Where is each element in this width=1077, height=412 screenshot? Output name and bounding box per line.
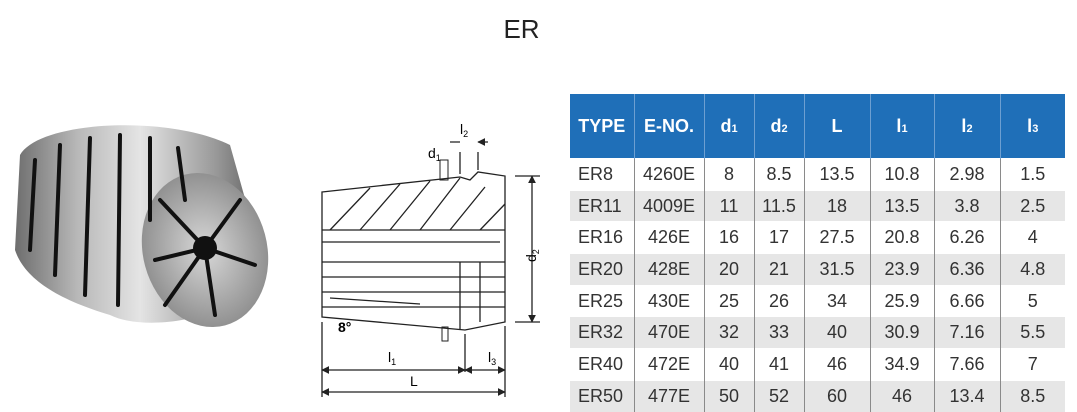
table-cell: ER50: [570, 379, 634, 412]
table-cell: 7: [999, 348, 1065, 381]
table-cell: 23.9: [869, 253, 934, 286]
table-cell: 426E: [633, 221, 704, 254]
label-l2: l2: [460, 121, 468, 139]
table-cell: 430E: [633, 284, 704, 317]
table-cell: 31.5: [803, 253, 870, 286]
label-l1: l1: [388, 349, 396, 367]
table-cell: 8.5: [753, 158, 804, 191]
column-header: d2: [753, 94, 804, 159]
table-cell: 2.5: [999, 189, 1065, 222]
table-cell: ER20: [570, 253, 634, 286]
label-angle: 8°: [338, 319, 351, 335]
table-cell: 7.66: [933, 348, 1000, 381]
table-cell: 34.9: [869, 348, 934, 381]
table-cell: 4: [999, 221, 1065, 254]
table-cell: 13.5: [869, 189, 934, 222]
table-cell: 6.66: [933, 284, 1000, 317]
table-cell: 4260E: [633, 158, 704, 191]
table-cell: 11.5: [753, 189, 804, 222]
table-cell: 10.8: [869, 158, 934, 191]
table-cell: 27.5: [803, 221, 870, 254]
table-cell: ER11: [570, 189, 634, 222]
label-L: L: [410, 373, 418, 389]
table-cell: 8.5: [999, 379, 1065, 412]
table-cell: 1.5: [999, 158, 1065, 191]
table-cell: 4.8: [999, 253, 1065, 286]
table-cell: 472E: [633, 348, 704, 381]
table-cell: 60: [803, 379, 870, 412]
table-cell: 13.4: [933, 379, 1000, 412]
table-cell: 17: [753, 221, 804, 254]
table-cell: 477E: [633, 379, 704, 412]
collet-photo: [15, 125, 269, 328]
table-cell: 46: [803, 348, 870, 381]
column-header: d1: [703, 94, 754, 159]
label-l3: l3: [488, 349, 496, 367]
table-cell: 25.9: [869, 284, 934, 317]
table-cell: ER8: [570, 158, 634, 191]
table-cell: 2.98: [933, 158, 1000, 191]
page-title: ER: [503, 14, 540, 44]
table-cell: 6.26: [933, 221, 1000, 254]
table-cell: 40: [703, 348, 754, 381]
table-cell: 52: [753, 379, 804, 412]
table-cell: ER25: [570, 284, 634, 317]
column-header: TYPE: [570, 94, 634, 159]
table-cell: 30.9: [869, 316, 934, 349]
table-cell: 21: [753, 253, 804, 286]
table-cell: 470E: [633, 316, 704, 349]
collet-dimension-drawing: l2 d1 d2 8° l1 l3 L: [321, 121, 541, 397]
table-cell: 20.8: [869, 221, 934, 254]
table-cell: 33: [753, 316, 804, 349]
column-header: E-NO.: [633, 94, 704, 159]
table-cell: 40: [803, 316, 870, 349]
column-header: l2: [933, 94, 1000, 159]
table-cell: 3.8: [933, 189, 1000, 222]
table-cell: 6.36: [933, 253, 1000, 286]
table-cell: 4009E: [633, 189, 704, 222]
table-cell: ER32: [570, 316, 634, 349]
table-cell: 26: [753, 284, 804, 317]
table-cell: 34: [803, 284, 870, 317]
table-cell: 46: [869, 379, 934, 412]
table-cell: 41: [753, 348, 804, 381]
table-cell: 20: [703, 253, 754, 286]
column-header: l1: [869, 94, 934, 159]
column-header: L: [803, 94, 870, 159]
table-cell: 16: [703, 221, 754, 254]
table-cell: 8: [703, 158, 754, 191]
table-cell: 50: [703, 379, 754, 412]
table-cell: 7.16: [933, 316, 1000, 349]
table-cell: 11: [703, 189, 754, 222]
table-cell: 5.5: [999, 316, 1065, 349]
label-d2: d2: [523, 249, 541, 262]
table-cell: ER40: [570, 348, 634, 381]
table-cell: 32: [703, 316, 754, 349]
label-d1: d1: [428, 145, 441, 163]
column-header: l3: [999, 94, 1065, 159]
table-cell: 428E: [633, 253, 704, 286]
table-cell: 13.5: [803, 158, 870, 191]
table-cell: 25: [703, 284, 754, 317]
table-cell: ER16: [570, 221, 634, 254]
table-cell: 18: [803, 189, 870, 222]
table-cell: 5: [999, 284, 1065, 317]
